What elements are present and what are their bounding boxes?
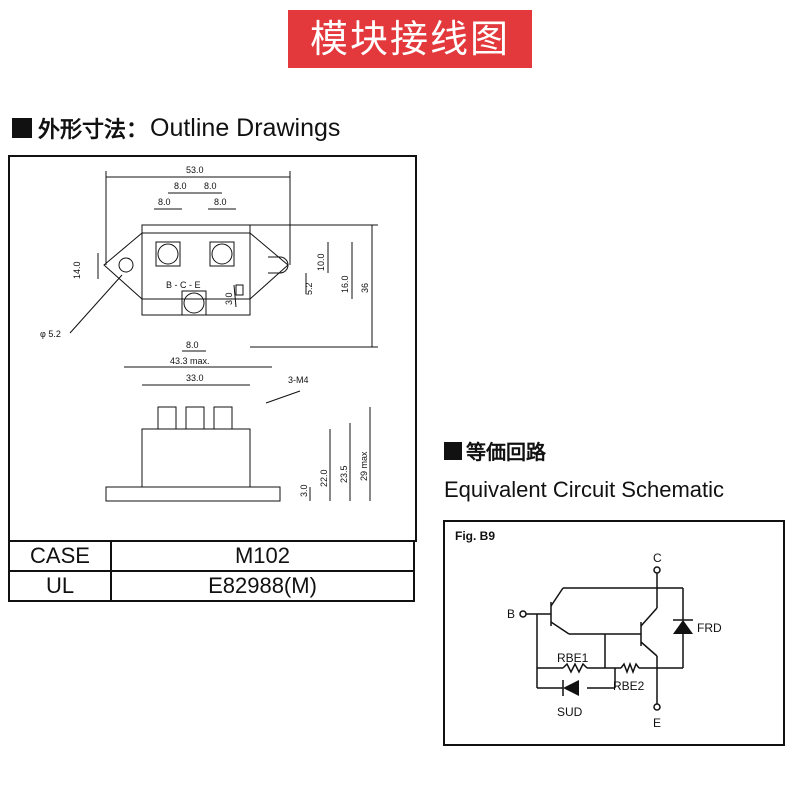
outline-heading-en: Outline Drawings <box>150 113 341 142</box>
dim-max-width: 43.3 max. <box>170 356 210 366</box>
right-mount-slot <box>268 256 289 274</box>
bullet-square-icon <box>12 118 32 138</box>
rbe1-resistor <box>562 662 588 674</box>
dim-height-22: 22.0 <box>319 469 329 487</box>
terminal-e-label: E <box>653 716 661 730</box>
terminal-e-frame <box>181 290 207 316</box>
dim-height-23-5: 23.5 <box>339 465 349 483</box>
side-terminal-2 <box>185 406 205 430</box>
dim-pitch-b: 8.0 <box>204 181 217 191</box>
outline-drawing-panel: 53.0 8.0 8.0 8.0 8.0 8.0 14.0 φ 5.2 B - … <box>8 155 417 542</box>
dim-offset-16: 16.0 <box>340 275 350 293</box>
side-terminal-1 <box>157 406 177 430</box>
terminal-b-frame <box>155 241 181 267</box>
outline-heading: 外形寸法： Outline Drawings <box>12 112 340 144</box>
terminal-c-screw <box>211 243 233 265</box>
spec-value-case: M102 <box>110 540 415 572</box>
fig-label: Fig. B9 <box>455 529 495 543</box>
dim-base-height: 3.0 <box>299 484 309 497</box>
spec-label-ul: UL <box>8 570 112 602</box>
dim-overall-height: 36 <box>360 283 370 293</box>
module-body-side <box>141 428 251 488</box>
equivalent-heading-cn: 等価回路 <box>466 440 546 464</box>
bullet-square-icon <box>444 441 462 460</box>
left-mount-hole <box>118 257 134 273</box>
terminal-b-node <box>519 610 527 618</box>
outline-drawing: 53.0 8.0 8.0 8.0 8.0 8.0 14.0 φ 5.2 B - … <box>40 165 378 502</box>
outline-heading-cn: 外形寸法： <box>38 118 149 143</box>
dim-left-pitch: 8.0 <box>158 197 171 207</box>
dim-body-width: 33.0 <box>186 373 204 383</box>
dim-screws: 3-M4 <box>288 375 309 385</box>
side-terminal-3 <box>213 406 233 430</box>
dim-hole-dia: φ 5.2 <box>40 329 61 339</box>
terminal-c-node <box>653 566 661 574</box>
terminal-b-label: B <box>507 607 515 621</box>
terminal-e-screw <box>183 292 205 314</box>
rbe2-label: RBE2 <box>613 679 645 693</box>
spec-table: CASE M102 UL E82988(M) <box>8 540 415 602</box>
terminal-e-node <box>653 703 661 711</box>
base-plate <box>105 486 281 502</box>
dim-height-max: 29 max <box>359 451 369 481</box>
dim-offset-5-2: 5.2 <box>304 282 314 295</box>
rbe1-label: RBE1 <box>557 651 589 665</box>
circuit-panel: Fig. B9 <box>443 520 785 746</box>
dim-bottom-pitch: 8.0 <box>186 340 199 350</box>
table-row: CASE M102 <box>8 540 415 572</box>
terminal-c-label: C <box>653 551 662 565</box>
frd-diode <box>673 620 693 634</box>
gate-marker <box>235 284 244 296</box>
dim-offset-10: 10.0 <box>316 253 326 271</box>
rbe2-resistor <box>620 661 640 675</box>
equivalent-heading: 等価回路 <box>444 436 546 465</box>
spec-label-case: CASE <box>8 540 112 572</box>
terminal-labels: B - C - E <box>166 280 201 290</box>
equivalent-heading-en: Equivalent Circuit Schematic <box>444 477 725 502</box>
terminal-b-screw <box>157 243 179 265</box>
dim-offset-3: 3.0 <box>224 292 234 305</box>
dim-right-pitch: 8.0 <box>214 197 227 207</box>
title-banner: 模块接线图 <box>288 10 532 68</box>
dim-overall-width: 53.0 <box>186 165 204 175</box>
sud-label: SUD <box>557 705 583 719</box>
sud-diode <box>563 680 579 696</box>
spec-value-ul: E82988(M) <box>110 570 415 602</box>
circuit-schematic: Fig. B9 <box>455 529 722 730</box>
dim-mount-height: 14.0 <box>72 261 82 279</box>
table-row: UL E82988(M) <box>8 570 415 602</box>
terminal-c-frame <box>209 241 235 267</box>
dim-pitch-a: 8.0 <box>174 181 187 191</box>
frd-label: FRD <box>697 621 722 635</box>
